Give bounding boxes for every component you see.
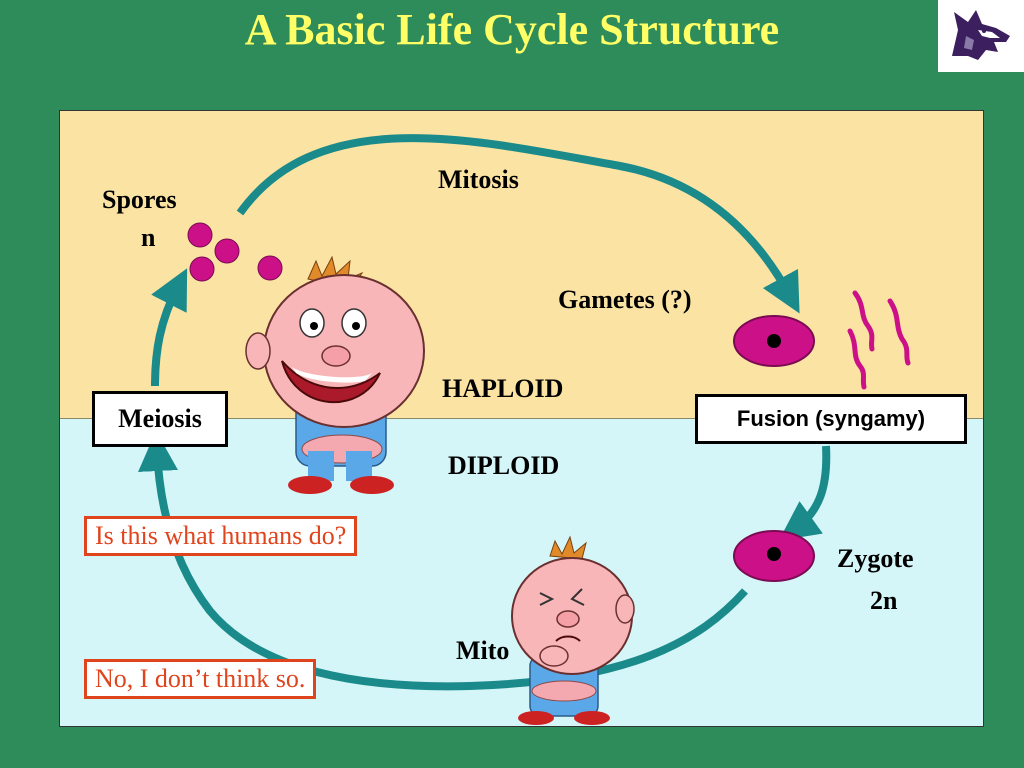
slide-title: A Basic Life Cycle Structure xyxy=(244,5,780,54)
egg-cell-icon xyxy=(733,315,815,367)
mitosis-label-top: Mitosis xyxy=(438,165,519,194)
ploidy-divider xyxy=(60,418,983,419)
zygote-icon xyxy=(733,530,815,582)
zygote-label: Zygote xyxy=(837,544,914,573)
mitosis-arrow-bottom xyxy=(138,431,748,691)
mitosis-label-bottom: Mito xyxy=(456,636,510,665)
fusion-box: Fusion (syngamy) xyxy=(695,394,967,444)
sperm-icon xyxy=(847,290,911,390)
life-cycle-diagram: Spores n Mitosis Gametes (?) HAPLOID DIP… xyxy=(59,110,984,727)
haploid-label: HAPLOID xyxy=(442,374,564,403)
question-callout: Is this what humans do? xyxy=(84,516,358,556)
cycle-art xyxy=(138,134,911,725)
diploid-label: DIPLOID xyxy=(448,451,560,480)
happy-boy-icon xyxy=(245,255,425,494)
meiosis-box: Meiosis xyxy=(92,391,228,447)
husky-logo-icon xyxy=(938,0,1024,72)
answer-callout: No, I don’t think so. xyxy=(84,659,317,699)
meiosis-arrow xyxy=(151,268,188,387)
spores-label: Spores xyxy=(102,185,177,214)
spores-ploidy-label: n xyxy=(141,223,156,252)
gametes-label: Gametes (?) xyxy=(558,285,692,314)
thinking-boy-icon xyxy=(511,535,635,725)
mitosis-arrow-top xyxy=(236,134,800,314)
fusion-arrow xyxy=(778,445,831,541)
zygote-ploidy-label: 2n xyxy=(870,586,898,615)
spore-icon xyxy=(187,222,283,282)
